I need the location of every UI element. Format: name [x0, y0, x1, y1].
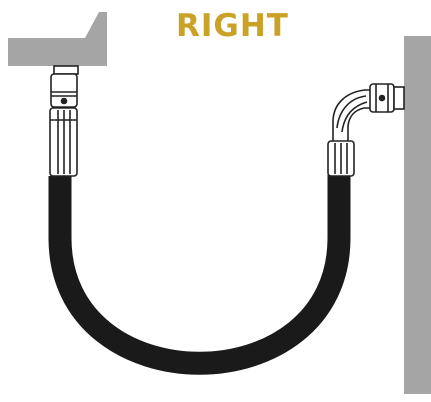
- left-fitting: [49, 65, 79, 177]
- hose-body: [48, 175, 351, 375]
- right-fitting: [327, 83, 405, 177]
- left-coupling-nut: [50, 73, 78, 108]
- left-hex-nut: [53, 65, 79, 75]
- diagram-heading: RIGHT: [176, 8, 326, 44]
- right-hex-nut: [393, 86, 405, 110]
- heading-text: RIGHT: [176, 8, 289, 44]
- wall-panel-icon: [404, 36, 431, 394]
- right-elbow: [332, 89, 372, 143]
- faucet-spout-icon: [8, 12, 107, 66]
